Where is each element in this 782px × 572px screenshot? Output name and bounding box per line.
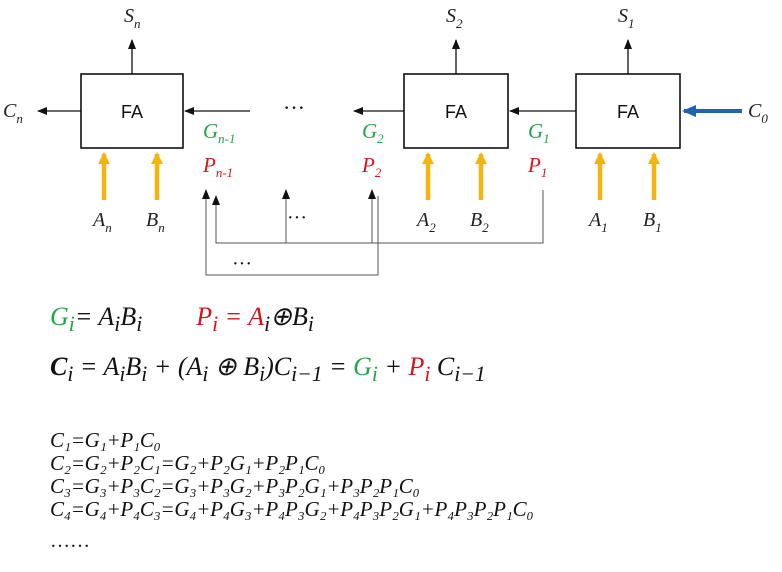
operand-label-a1: A1 — [587, 209, 608, 235]
p-label-n1: Pn-1 — [202, 153, 233, 180]
carry-recurrence-formula: Ci = AiBi + (Ai ⊕ Bi)Ci−1 = Gi + Pi Ci−1 — [50, 352, 486, 387]
operand-label-bn: Bn — [146, 209, 165, 235]
continuation-dots: …… — [50, 530, 90, 552]
carry-equation-c3: C₃=G₃+P₃C₂=G₃+P₃G₂+P₃P₂G₁+P₃P₂P₁C₀ — [50, 474, 420, 498]
fa-label: FA — [121, 102, 143, 122]
fa-block-n: FA — [80, 73, 184, 149]
operand-label-b1: B1 — [643, 209, 662, 235]
wiring-ellipsis-upper: ··· — [287, 207, 307, 229]
carry-lookahead-adder-diagram: FA FA FA Sn S2 S1 Cn C0 ··· Gn-1 Pn-1 G2… — [3, 5, 768, 276]
sum-label-n: Sn — [124, 5, 141, 31]
fa-block-2: FA — [403, 73, 509, 149]
p-label-2: P2 — [361, 153, 382, 180]
carry-out-label: Cn — [3, 100, 23, 126]
sum-label-2: S2 — [446, 5, 463, 31]
carry-equation-c2: C₂=G₂+P₂C₁=G₂+P₂G₁+P₂P₁C₀ — [50, 451, 326, 475]
carry-in-label: C0 — [748, 100, 768, 126]
middle-ellipsis: ··· — [283, 95, 305, 120]
p-label-1: P1 — [527, 153, 547, 180]
lookahead-feedback-wiring: ··· ··· — [202, 189, 544, 276]
operand-label-a2: A2 — [415, 209, 436, 235]
operand-label-b2: B2 — [470, 209, 489, 235]
g-label-1: G1 — [528, 119, 550, 146]
fa-label: FA — [445, 102, 467, 122]
carry-equation-c1: C₁=G₁+P₁C₀ — [50, 428, 161, 452]
fa-block-1: FA — [575, 73, 681, 149]
wiring-ellipsis-lower: ··· — [232, 253, 252, 275]
g-label-n1: Gn-1 — [203, 119, 236, 146]
g-label-2: G2 — [362, 119, 384, 146]
operand-label-an: An — [91, 209, 112, 235]
carry-equation-c4: C₄=G₄+P₄C₃=G₄+P₄G₃+P₄P₃G₂+P₄P₃P₂G₁+P₄P₃P… — [50, 497, 534, 521]
fa-label: FA — [617, 102, 639, 122]
sum-label-1: S1 — [618, 5, 635, 31]
